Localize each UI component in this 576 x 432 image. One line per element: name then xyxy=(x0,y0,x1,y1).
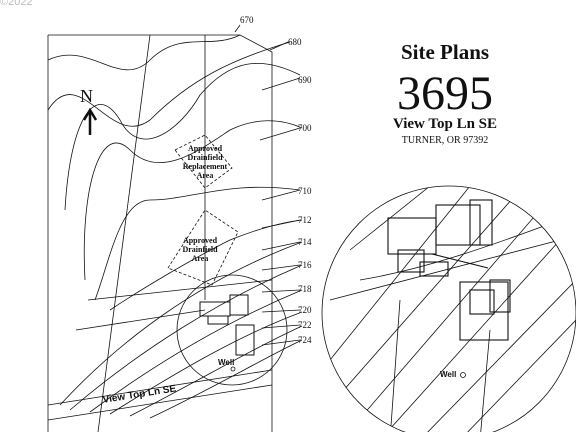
drainfield-area-outline xyxy=(167,209,239,286)
contour-label: 714 xyxy=(298,237,312,247)
north-label: N xyxy=(80,86,93,106)
replacement-area-label: Approved Drainfield Replacement Area xyxy=(182,144,228,180)
city-line: TURNER, OR 97392 xyxy=(401,135,489,146)
house-footprint xyxy=(199,294,255,356)
property-boundary xyxy=(48,34,273,432)
well-label: Well xyxy=(218,358,235,367)
detail-circle xyxy=(321,185,576,432)
contour-label: 690 xyxy=(298,75,312,85)
well-marker xyxy=(230,366,236,372)
watermark: ©2022 xyxy=(0,0,33,8)
house-number: 3695 xyxy=(397,67,493,120)
contour-label: 700 xyxy=(298,123,312,133)
contour-label: 670 xyxy=(240,15,254,25)
contour-label: 724 xyxy=(298,335,312,345)
contour-label: 716 xyxy=(298,260,312,270)
detail-house xyxy=(387,199,511,341)
north-arrow xyxy=(82,107,98,135)
detail-well-label: Well xyxy=(440,370,457,379)
page-title: Site Plans xyxy=(400,40,490,64)
contour-label: 712 xyxy=(298,215,312,225)
contour-label: 680 xyxy=(288,37,302,47)
contour-label: 722 xyxy=(298,320,312,330)
contour-label: 720 xyxy=(298,305,312,315)
zoom-circle-small xyxy=(176,274,288,386)
street-address: View Top Ln SE xyxy=(392,116,498,132)
drainfield-area-label: Approved Drainfield Area xyxy=(182,236,218,263)
road xyxy=(47,369,273,421)
contour-label: 718 xyxy=(298,284,312,294)
replacement-area-outline xyxy=(174,134,233,189)
contour-label: 710 xyxy=(298,186,312,196)
detail-well-marker xyxy=(460,372,466,378)
